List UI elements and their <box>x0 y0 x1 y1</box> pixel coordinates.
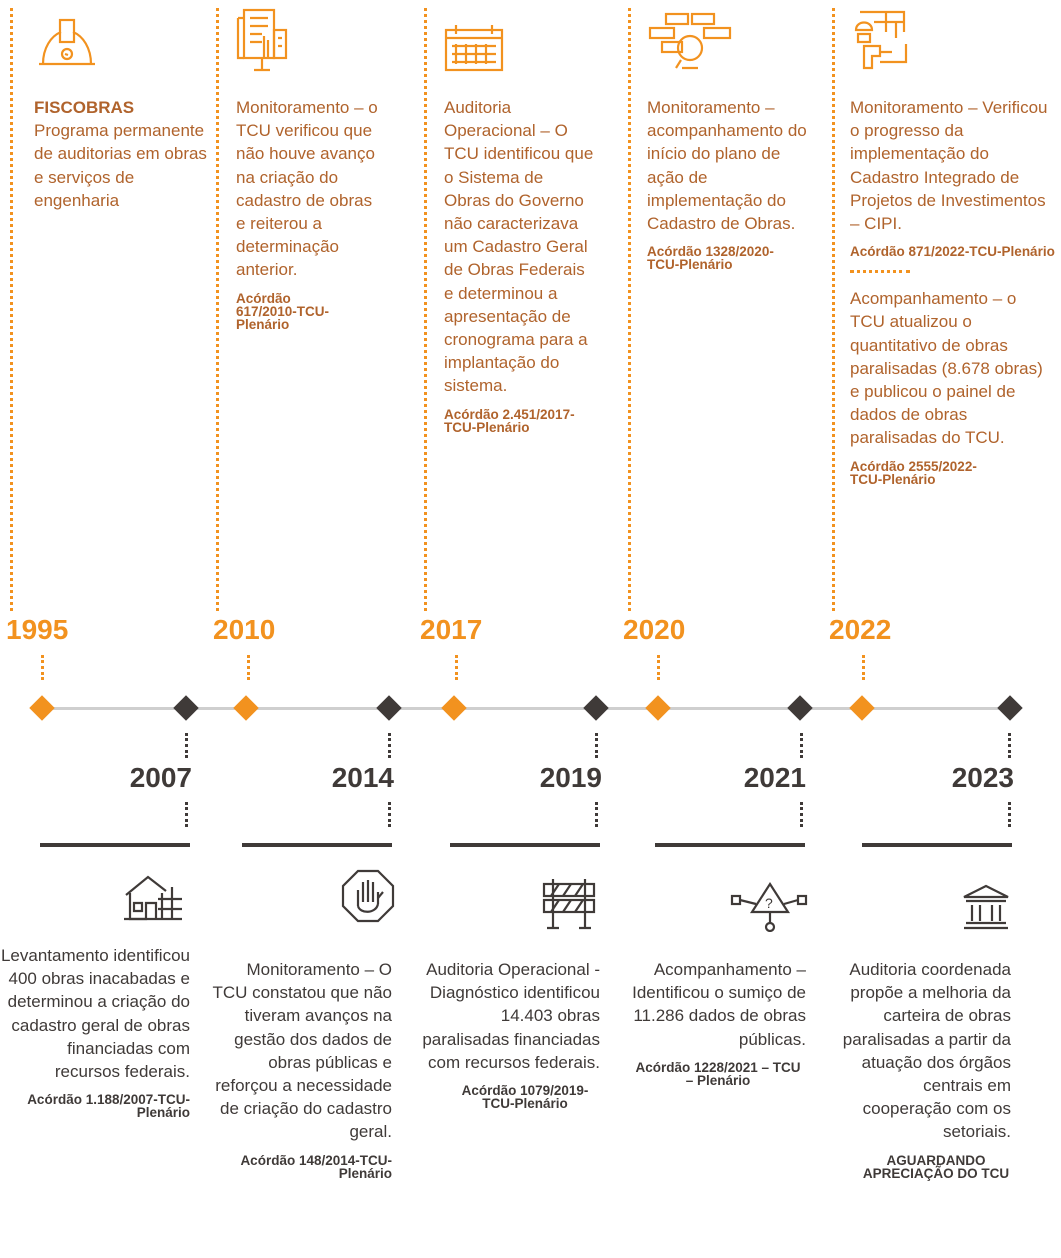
marker-1995 <box>29 695 55 721</box>
connector-2019-lower <box>595 802 598 827</box>
divider-2007 <box>40 843 190 847</box>
divider-2014 <box>242 843 392 847</box>
government-building-icon <box>960 883 1012 931</box>
year-1995: 1995 <box>6 614 69 645</box>
year-2014: 2014 <box>331 762 394 793</box>
connector-2017 <box>455 655 458 680</box>
connector-2007 <box>185 733 188 758</box>
marker-2022 <box>849 695 875 721</box>
event-2020-text: Monitoramento – acompanhamento do início… <box>647 96 817 271</box>
worker-plan-icon <box>850 8 912 76</box>
top-guide-2022 <box>832 8 835 611</box>
marker-2010 <box>233 695 259 721</box>
year-2020: 2020 <box>623 614 686 645</box>
year-2017: 2017 <box>420 614 483 645</box>
event-2017-text: Auditoria Operacional – O TCU identifico… <box>444 96 594 434</box>
event-2014-desc: Monitoramento – O TCU constatou que não … <box>212 960 392 1142</box>
event-2019-ref: Acórdão 1079/2019-TCU-Plenário <box>461 1083 589 1112</box>
marker-2014 <box>376 695 402 721</box>
event-2014-ref: Acórdão 148/2014-TCU-Plenário <box>240 1152 392 1181</box>
year-2010: 2010 <box>213 614 276 645</box>
marker-2017 <box>441 695 467 721</box>
connector-2021-lower <box>800 802 803 827</box>
event-2017-desc: Auditoria Operacional – O TCU identifico… <box>444 98 594 396</box>
connector-2023-lower <box>1008 802 1011 827</box>
year-2023: 2023 <box>951 762 1014 793</box>
divider-2021 <box>655 843 805 847</box>
connector-2007-lower <box>185 802 188 827</box>
top-guide-1995 <box>10 8 13 611</box>
timeline-axis <box>40 707 1012 710</box>
event-2023-text: Auditoria coordenada propõe a melhoria d… <box>835 958 1011 1180</box>
event-2019-desc: Auditoria Operacional - Diagnóstico iden… <box>422 960 600 1072</box>
event-2020-desc: Monitoramento – acompanhamento do início… <box>647 98 807 234</box>
event-1995-title: FISCOBRAS <box>34 98 135 117</box>
hardhat-icon <box>35 12 99 70</box>
event-1995-desc: Programa permanente de auditorias em obr… <box>34 121 207 210</box>
svg-text:?: ? <box>765 895 773 911</box>
event-2023-desc: Auditoria coordenada propõe a melhoria d… <box>842 960 1011 1142</box>
unfinished-house-icon <box>122 873 184 923</box>
barrier-icon <box>541 876 597 932</box>
event-2022-ref: Acórdão 871/2022-TCU-Plenário <box>850 244 1055 260</box>
event-2022-text: Monitoramento – Verificou o progresso da… <box>850 96 1055 486</box>
connector-2022 <box>862 655 865 680</box>
brick-search-icon <box>644 10 736 72</box>
event-2007-desc: Levantamento identificou 400 obras inaca… <box>0 946 190 1082</box>
event-2017-ref: Acórdão 2.451/2017-TCU-Plenário <box>444 406 575 435</box>
connector-1995 <box>41 655 44 680</box>
connector-2014-lower <box>388 802 391 827</box>
marker-2007 <box>173 695 199 721</box>
event-2010-text: Monitoramento – o TCU verificou que não … <box>236 96 386 331</box>
event-2020-ref: Acórdão 1328/2020-TCU-Plenário <box>647 244 774 273</box>
event-2021-text: Acompanhamento – Identificou o sumiço de… <box>630 958 806 1087</box>
event-2007-text: Levantamento identificou 400 obras inaca… <box>0 944 190 1119</box>
divider-2019 <box>450 843 600 847</box>
stop-hand-icon <box>340 868 396 924</box>
missing-data-icon: ? <box>730 880 810 932</box>
marker-2023 <box>997 695 1023 721</box>
event-2021-desc: Acompanhamento – Identificou o sumiço de… <box>632 960 806 1049</box>
event-2014-text: Monitoramento – O TCU constatou que não … <box>212 958 392 1180</box>
top-guide-2017 <box>424 8 427 611</box>
connector-2023 <box>1008 733 1011 758</box>
event-1995-text: FISCOBRAS Programa permanente de auditor… <box>34 96 209 212</box>
event-2019-text: Auditoria Operacional - Diagnóstico iden… <box>420 958 600 1110</box>
event-2021-ref: Acórdão 1228/2021 – TCU – Plenário <box>635 1059 801 1088</box>
connector-2019 <box>595 733 598 758</box>
calendar-icon <box>442 22 506 74</box>
top-guide-2010 <box>216 8 219 611</box>
building-icon <box>234 6 290 74</box>
event-2023-ref: AGUARDANDO APRECIAÇÃO DO TCU <box>862 1152 1010 1181</box>
event-2022-separator <box>850 270 910 274</box>
marker-2019 <box>583 695 609 721</box>
event-2007-ref: Acórdão 1.188/2007-TCU-Plenário <box>27 1092 190 1121</box>
year-2022: 2022 <box>829 614 892 645</box>
event-2022-desc-2: Acompanhamento – o TCU atualizou o quant… <box>850 289 1043 448</box>
marker-2021 <box>787 695 813 721</box>
year-2021: 2021 <box>743 762 806 793</box>
connector-2021 <box>800 733 803 758</box>
marker-2020 <box>645 695 671 721</box>
divider-2023 <box>862 843 1012 847</box>
event-2010-desc: Monitoramento – o TCU verificou que não … <box>236 98 378 280</box>
year-2007: 2007 <box>129 762 192 793</box>
event-2022-ref-2: Acórdão 2555/2022-TCU-Plenário <box>850 458 977 487</box>
event-2010-ref: Acórdão 617/2010-TCU-Plenário <box>236 290 330 332</box>
year-2019: 2019 <box>539 762 602 793</box>
connector-2020 <box>657 655 660 680</box>
event-2022-desc: Monitoramento – Verificou o progresso da… <box>850 98 1048 234</box>
connector-2014 <box>388 733 391 758</box>
connector-2010 <box>247 655 250 680</box>
top-guide-2020 <box>628 8 631 611</box>
